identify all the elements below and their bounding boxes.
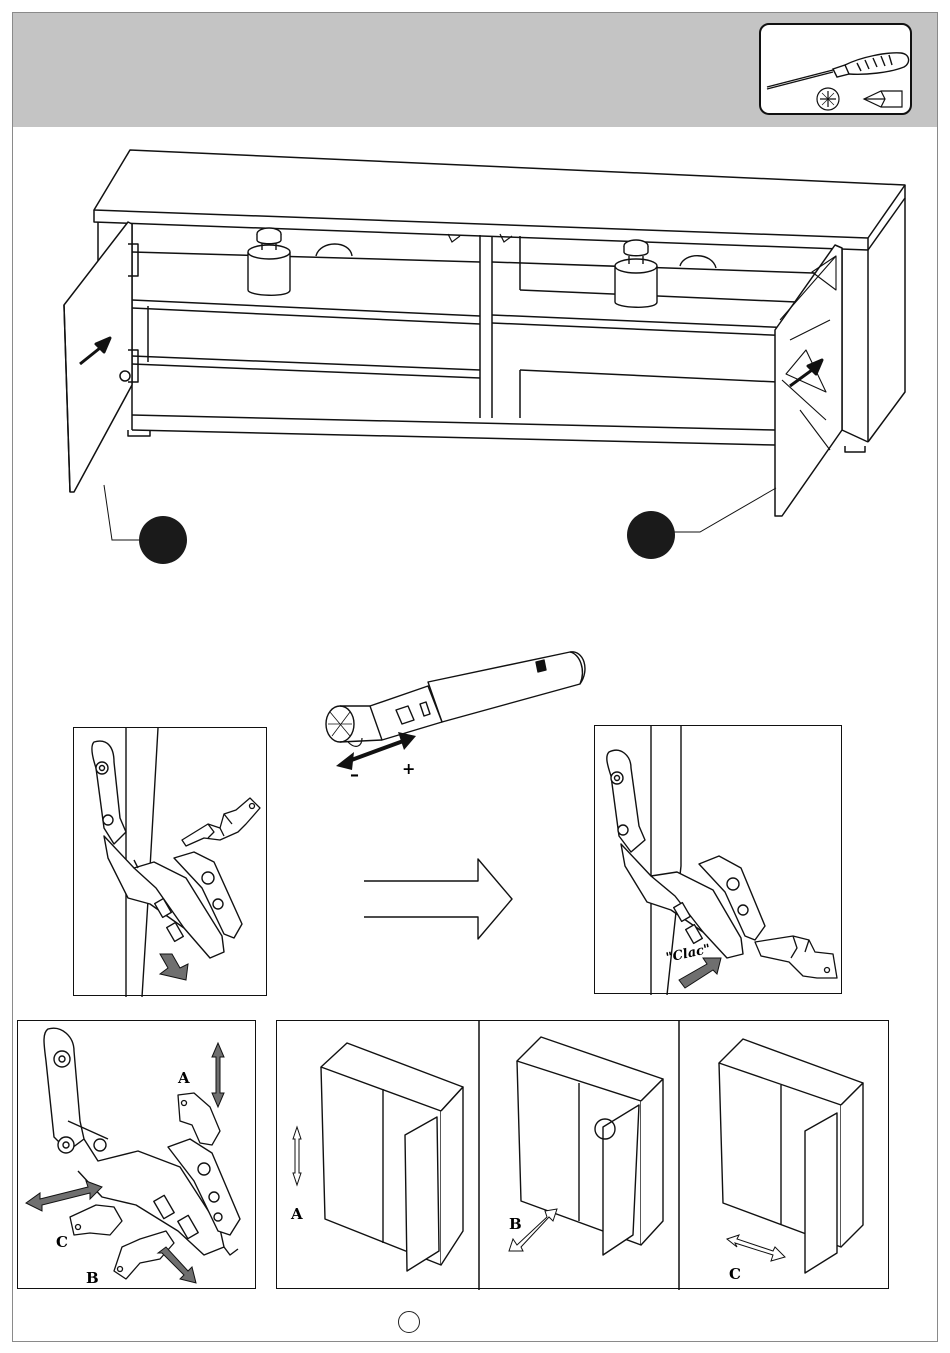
page-number-circle [398,1311,420,1333]
hinge-adjustment-panel: A C B [17,1020,256,1289]
alignment-b-illustration [517,1037,663,1255]
door-alignment-panel: A B C [276,1020,889,1289]
callout-dot-right [627,511,675,559]
hinge-step-panel-before [73,727,267,996]
adjust-label-a: A [177,1069,190,1087]
alignment-label-a: A [290,1205,303,1223]
arrow-icon [293,1127,301,1185]
alignment-a-illustration [321,1043,463,1271]
plus-label: + [402,759,415,778]
arrow-icon [160,954,188,980]
next-step-arrow-icon [360,855,520,945]
left-door [64,222,138,492]
callout-dot-left [139,516,187,564]
minus-label: – [350,764,359,785]
right-door [775,245,842,516]
pointing-hand-icon [755,936,837,978]
alignment-label-c: C [729,1265,741,1283]
adjust-label-c: C [56,1233,68,1251]
screwdriver-icon [767,53,909,89]
knob-left [248,228,352,295]
pointing-hand-icon [182,798,260,846]
tv-cabinet-illustration [0,130,950,570]
adjust-label-b: B [86,1269,99,1287]
pointing-hand-icon [70,1205,122,1235]
pointing-hand-icon [178,1093,220,1145]
alignment-c-illustration [719,1039,863,1273]
screwdriver-tip-icon [864,91,902,107]
push-latch-illustration: – + [300,640,600,785]
tools-box [759,23,912,115]
arrow-icon [679,958,721,988]
hinge-step-panel-after: "Clac" [594,725,842,994]
alignment-label-b: B [509,1215,522,1233]
arrow-icon [727,1235,785,1261]
phillips-head-icon [817,88,839,110]
